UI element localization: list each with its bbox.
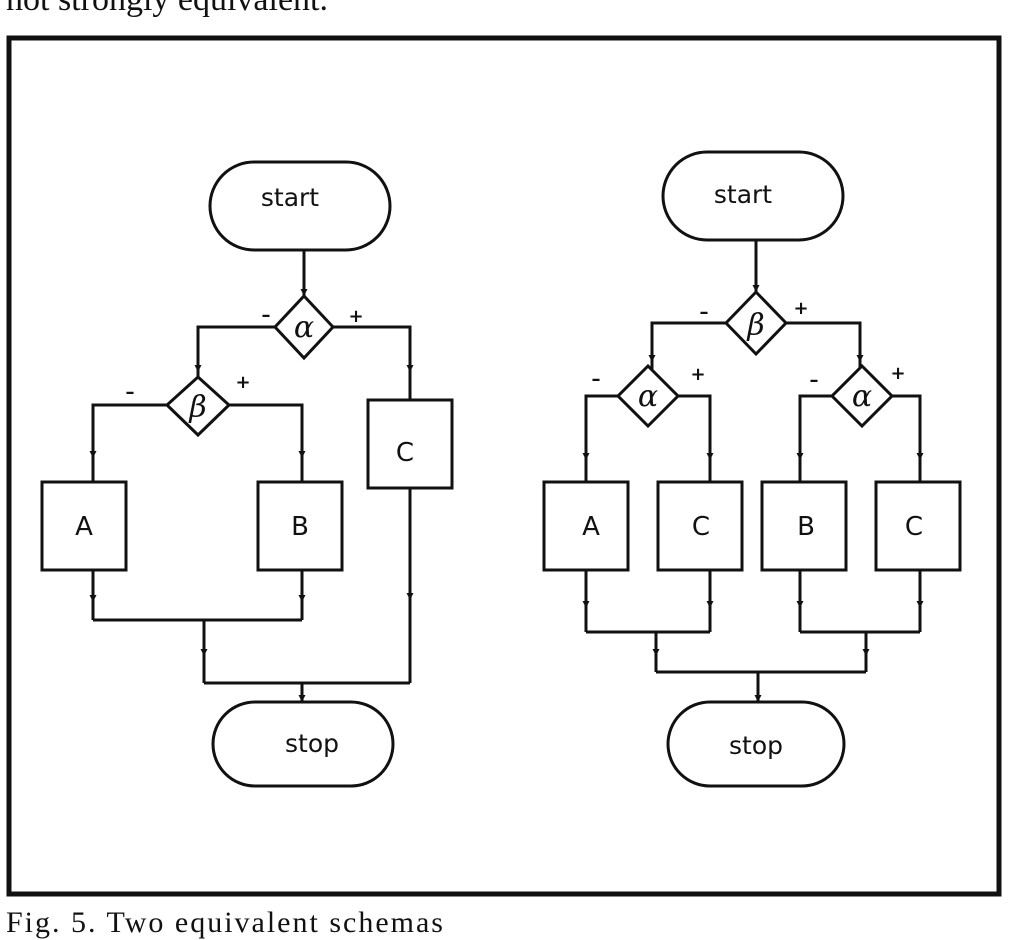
right-edge-alpha-right-plus <box>892 394 922 482</box>
figure-caption: Fig. 5. Two equivalent schemas <box>6 906 445 939</box>
left-start-label: start <box>261 183 319 212</box>
left-box-c-label: C <box>396 438 414 468</box>
right-alpha-right-label: α <box>852 379 872 414</box>
right-alpha-left-decision <box>615 363 681 429</box>
left-alpha-label: α <box>294 310 314 345</box>
left-box-a <box>40 480 128 572</box>
right-edge-alpha-right-minus <box>798 394 832 482</box>
right-box-c1 <box>656 480 744 572</box>
right-box-c2 <box>874 480 962 572</box>
right-stop-terminal <box>666 700 846 788</box>
caption-top-text: not strongly equivalent. <box>6 0 328 19</box>
right-box-b-label: B <box>797 512 815 542</box>
left-beta-label: β <box>188 390 206 425</box>
right-box-a <box>542 480 630 572</box>
left-beta-decision <box>164 374 232 438</box>
right-stop-label: stop <box>729 731 783 760</box>
right-alpha-right-decision <box>829 363 895 429</box>
left-alpha-decision <box>272 293 336 361</box>
right-beta-plus-sign: + <box>793 298 808 319</box>
right-alpha-right-minus-sign: – <box>810 370 819 391</box>
right-start-terminal <box>661 150 845 242</box>
right-schema <box>542 150 962 788</box>
left-alpha-minus-sign: – <box>262 305 271 326</box>
right-edge-alpha-left-minus <box>584 394 618 482</box>
right-box-c2-label: C <box>905 512 923 542</box>
right-edge-alpha-left-plus <box>678 394 712 482</box>
left-edge-beta-plus <box>229 403 304 482</box>
left-schema <box>40 160 454 788</box>
right-alpha-right-plus-sign: + <box>890 363 905 384</box>
left-start-terminal <box>208 160 392 252</box>
right-beta-minus-sign: – <box>700 302 709 323</box>
left-edge-beta-minus <box>91 403 167 482</box>
left-box-b-label: B <box>291 512 309 542</box>
left-box-c <box>366 398 454 490</box>
right-box-b <box>760 480 848 572</box>
left-box-a-label: A <box>75 512 93 542</box>
left-beta-plus-sign: + <box>235 372 250 393</box>
right-alpha-left-plus-sign: + <box>690 364 705 385</box>
flowchart-figure: start stop α β A B C – + – + <box>6 35 1002 897</box>
right-box-a-label: A <box>582 512 600 542</box>
right-beta-label: β <box>746 308 764 343</box>
left-stop-terminal <box>211 700 395 788</box>
right-alpha-left-minus-sign: – <box>592 369 601 390</box>
figure-frame <box>6 35 1002 897</box>
right-alpha-left-label: α <box>638 379 658 414</box>
left-edge-alpha-plus <box>333 325 412 400</box>
right-beta-decision <box>723 289 789 357</box>
right-box-c1-label: C <box>692 512 710 542</box>
left-stop-label: stop <box>285 729 339 758</box>
left-box-b <box>256 480 344 572</box>
left-alpha-plus-sign: + <box>348 306 363 327</box>
right-start-label: start <box>714 180 772 209</box>
left-beta-minus-sign: – <box>126 382 135 403</box>
